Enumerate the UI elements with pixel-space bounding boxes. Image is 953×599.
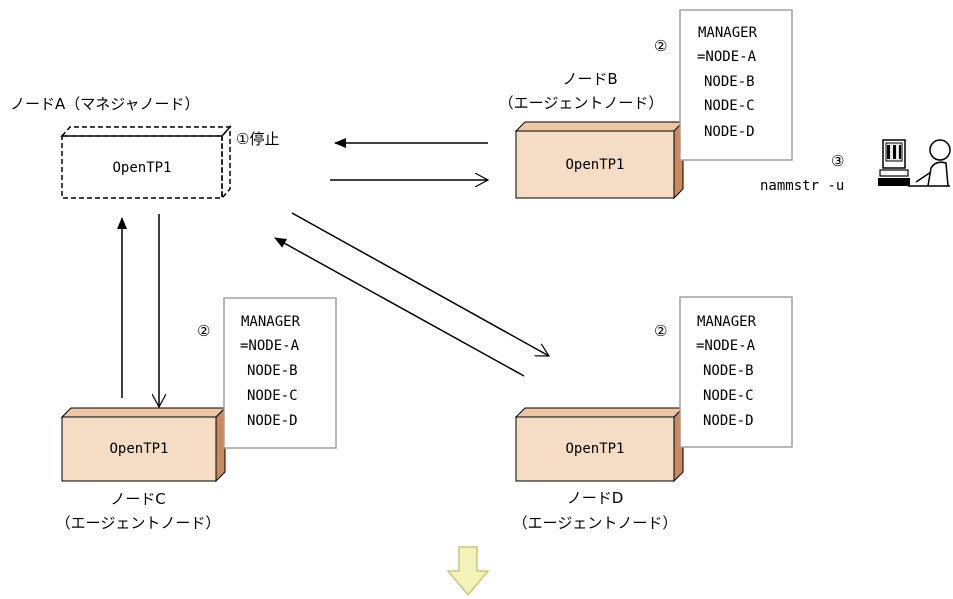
down-arrow-icon bbox=[446, 546, 490, 597]
node-c-note-line: NODE-D bbox=[247, 413, 298, 429]
computer-user-icon bbox=[878, 139, 951, 187]
node-d-note-line: NODE-B bbox=[703, 363, 754, 379]
node-b-box-text: OpenTP1 bbox=[565, 157, 624, 173]
node-b-label: ノードB bbox=[562, 70, 617, 88]
node-a-box: OpenTP1 bbox=[60, 125, 232, 200]
node-d-note-line: MANAGER bbox=[697, 314, 757, 330]
node-b-label-role: （エージェントノード） bbox=[499, 94, 664, 112]
node-c-box-text: OpenTP1 bbox=[109, 441, 168, 457]
node-d-box: OpenTP1 bbox=[514, 406, 685, 483]
node-c-note-line: NODE-B bbox=[247, 363, 298, 379]
node-d-step-marker: ② bbox=[654, 322, 667, 340]
node-d-box-text: OpenTP1 bbox=[565, 441, 624, 457]
node-d-note-line: NODE-C bbox=[703, 388, 754, 404]
node-c-note-line: NODE-C bbox=[247, 388, 298, 404]
node-c-note-line: MANAGER bbox=[241, 314, 301, 330]
operator-command: nammstr -u bbox=[760, 178, 844, 194]
node-b-note-line: =NODE-A bbox=[697, 49, 757, 65]
node-d-note-line: =NODE-A bbox=[696, 338, 756, 354]
node-d-label-role: （エージェントノード） bbox=[513, 514, 678, 532]
node-a-stop-label: ①停止 bbox=[236, 130, 279, 148]
node-c-label: ノードC bbox=[110, 490, 165, 508]
node-d-label: ノードD bbox=[567, 489, 624, 507]
node-c-step-marker: ② bbox=[197, 322, 210, 340]
arrow-d-to-a bbox=[274, 237, 525, 377]
node-b-note-line: NODE-C bbox=[704, 98, 755, 114]
node-c-note: MANAGER =NODE-A NODE-B NODE-C NODE-D bbox=[223, 297, 337, 449]
operator-step-marker: ③ bbox=[831, 152, 844, 170]
node-b-note-line: NODE-B bbox=[704, 74, 755, 90]
node-a-box-text: OpenTP1 bbox=[112, 160, 171, 176]
node-c-note-line: =NODE-A bbox=[240, 338, 300, 354]
node-d-note-line: NODE-D bbox=[703, 413, 754, 429]
node-b-note-line: MANAGER bbox=[698, 25, 758, 41]
node-b-note-line: NODE-D bbox=[704, 124, 755, 140]
node-b-note: MANAGER =NODE-A NODE-B NODE-C NODE-D bbox=[679, 9, 793, 161]
node-d-note: MANAGER =NODE-A NODE-B NODE-C NODE-D bbox=[679, 296, 793, 448]
node-c-box: OpenTP1 bbox=[60, 406, 227, 483]
node-a-label: ノードA（マネジャノード） bbox=[10, 95, 200, 113]
node-c-label-role: （エージェントノード） bbox=[56, 514, 221, 532]
node-b-box: OpenTP1 bbox=[514, 120, 685, 200]
node-b-step-marker: ② bbox=[654, 37, 667, 55]
arrow-a-to-d bbox=[291, 212, 549, 357]
